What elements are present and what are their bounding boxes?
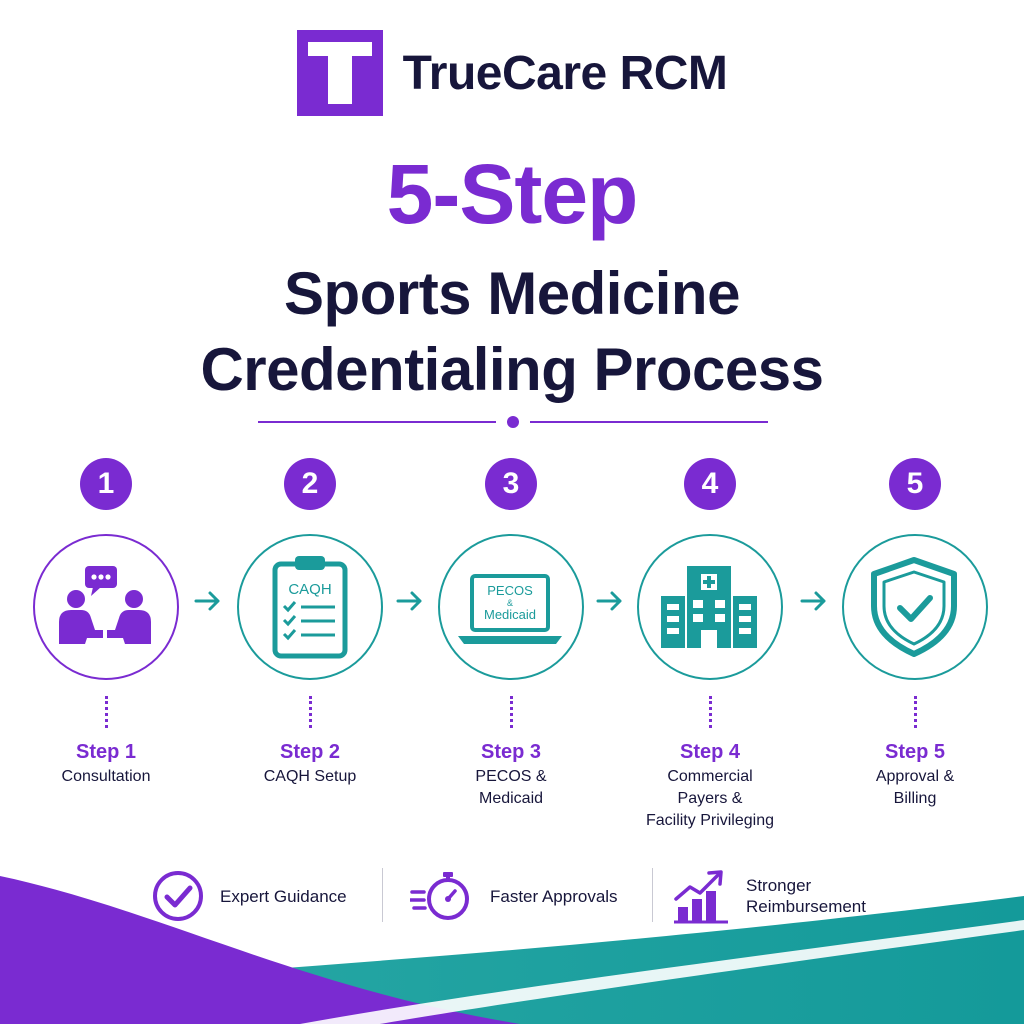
step-description: Commercial Payers & Facility Privileging xyxy=(645,768,775,829)
step-number: 1 xyxy=(80,458,132,510)
step-description: Consultation xyxy=(61,768,151,785)
step-description: PECOS & Medicaid xyxy=(475,768,547,807)
step-title: Step 5 xyxy=(884,741,946,763)
brand-name: TrueCare RCM xyxy=(402,46,728,100)
svg-text:Medicaid: Medicaid xyxy=(484,607,536,622)
step-connector xyxy=(708,696,712,728)
step-description: Approval & Billing xyxy=(875,768,955,807)
logo-icon xyxy=(296,30,383,116)
step-title: Step 4 xyxy=(679,741,741,763)
arrow-right-icon xyxy=(800,591,826,611)
step-connector xyxy=(104,696,108,728)
step-1: 1 Step 1 Consultation xyxy=(21,458,191,788)
step-4: 4 Step 4 xyxy=(625,458,795,832)
step-title: Step 1 xyxy=(75,741,137,763)
title-divider xyxy=(258,416,768,428)
svg-text:&: & xyxy=(507,598,513,608)
arrow-right-icon xyxy=(396,591,422,611)
headline: 5-Step xyxy=(386,147,639,241)
step-3: 3 PECOS & Medicaid Step 3 PECOS & Medica… xyxy=(426,458,596,810)
step-title: Step 2 xyxy=(279,741,341,763)
benefits-row: Expert Guidance Faster Approvals xyxy=(0,864,1024,928)
arrow-right-icon xyxy=(596,591,622,611)
bottom-wave xyxy=(0,876,1024,1024)
benefit-label: Expert Guidance xyxy=(220,886,347,906)
svg-text:PECOS: PECOS xyxy=(487,583,533,598)
step-number: 4 xyxy=(684,458,736,510)
step-number: 5 xyxy=(889,458,941,510)
subtitle-line-2: Credentialing Process xyxy=(200,336,824,403)
subtitle-line-1: Sports Medicine xyxy=(284,260,740,327)
step-title: Step 3 xyxy=(480,741,542,763)
benefit-label: Stronger Reimbursement xyxy=(746,876,866,916)
step-icon-ring: CAQH xyxy=(237,534,383,680)
benefit-separator xyxy=(382,868,383,922)
hospital-icon xyxy=(661,566,757,648)
step-connector xyxy=(509,696,513,728)
step-icon-ring xyxy=(637,534,783,680)
benefit-faster-approvals: Faster Approvals xyxy=(410,864,618,928)
laptop-icon: PECOS & Medicaid xyxy=(458,574,562,644)
brand-header: TrueCare RCM xyxy=(0,30,1024,116)
step-icon-ring xyxy=(33,534,179,680)
benefit-stronger-reimbursement: Stronger Reimbursement xyxy=(672,864,866,928)
step-icon-ring: PECOS & Medicaid xyxy=(438,534,584,680)
step-icon-ring xyxy=(842,534,988,680)
stopwatch-icon xyxy=(410,872,469,920)
consultation-icon xyxy=(59,566,151,644)
clipboard-checklist-icon: CAQH xyxy=(272,556,348,659)
step-description: CAQH Setup xyxy=(263,768,357,785)
step-number: 2 xyxy=(284,458,336,510)
benefit-label: Faster Approvals xyxy=(490,886,618,906)
shield-check-icon xyxy=(871,557,957,657)
step-connector xyxy=(308,696,312,728)
step-connector xyxy=(913,696,917,728)
step-number: 3 xyxy=(485,458,537,510)
growth-chart-icon xyxy=(674,870,728,924)
check-circle-icon xyxy=(153,871,203,921)
benefit-separator xyxy=(652,868,653,922)
benefit-expert-guidance: Expert Guidance xyxy=(152,864,347,928)
svg-text:CAQH: CAQH xyxy=(288,581,331,598)
arrow-right-icon xyxy=(194,591,220,611)
step-2: 2 CAQH Step 2 CAQH Setup xyxy=(225,458,395,788)
step-5: 5 Step 5 Approval & Billing xyxy=(830,458,1000,810)
